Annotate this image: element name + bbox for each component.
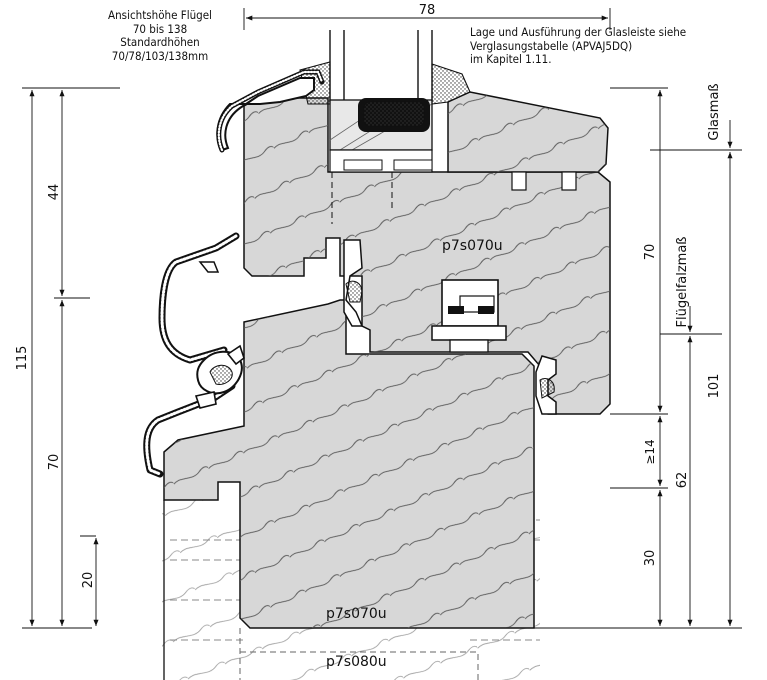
sash-bottom-cap (158, 232, 240, 364)
frame-profile (163, 299, 535, 680)
hidden-lines (331, 172, 522, 355)
rebate-seals (343, 239, 557, 415)
dim-right-fluegelfalzmass-label: Flügelfalzmaß (675, 237, 690, 328)
frame-weather-bar (143, 344, 245, 478)
frame-profile-label: p7s070u (326, 606, 387, 622)
dim-left-total-value: 115 (15, 346, 30, 371)
note-line: Ansichtshöhe Flügel (108, 8, 212, 22)
dim-left-bottom-value: 20 (81, 572, 96, 589)
fitting-hardware (431, 279, 507, 353)
sash-profile (243, 91, 611, 415)
dim-right-min14-value: ≥14 (643, 439, 657, 464)
sash-profile-label: p7s070u (442, 238, 503, 254)
dimension-right: 70 ≥14 30 Flügelfalzmaß 62 Glasmaß 101 (470, 83, 742, 629)
note-line: 70/78/103/138mm (111, 48, 209, 63)
dimension-left: 115 44 70 20 (15, 87, 120, 629)
sash-weather-cap (216, 69, 325, 153)
frame-profile-alt-label: p7s080u (326, 654, 387, 670)
glazing-sealant (299, 61, 471, 105)
note-line: 70 bis 138 (132, 21, 188, 36)
dim-right-glasmass-label: Glasmaß (707, 83, 722, 140)
dim-right-101-value: 101 (707, 374, 722, 399)
dim-right-62-value: 62 (675, 472, 690, 489)
dim-left-lower-value: 70 (47, 454, 62, 471)
dimension-top-width: 78 (243, 3, 611, 30)
dim-top-width-value: 78 (419, 3, 436, 18)
dim-right-70-value: 70 (643, 244, 658, 261)
note-line: Standardhöhen (120, 35, 200, 49)
note-line: Verglasungstabelle (APVAJ5DQ) (470, 38, 633, 53)
glass-pane (329, 30, 433, 173)
dim-left-upper-value: 44 (47, 184, 62, 201)
sash-height-note: Ansichtshöhe Flügel 70 bis 138 Standardh… (80, 8, 240, 63)
dim-right-30-value: 30 (643, 550, 658, 567)
glazing-bead-note: Lage und Ausführung der Glasleiste siehe… (470, 25, 687, 67)
note-line: im Kapitel 1.11. (470, 52, 552, 66)
note-line: Lage und Ausführung der Glasleiste siehe (470, 25, 687, 39)
